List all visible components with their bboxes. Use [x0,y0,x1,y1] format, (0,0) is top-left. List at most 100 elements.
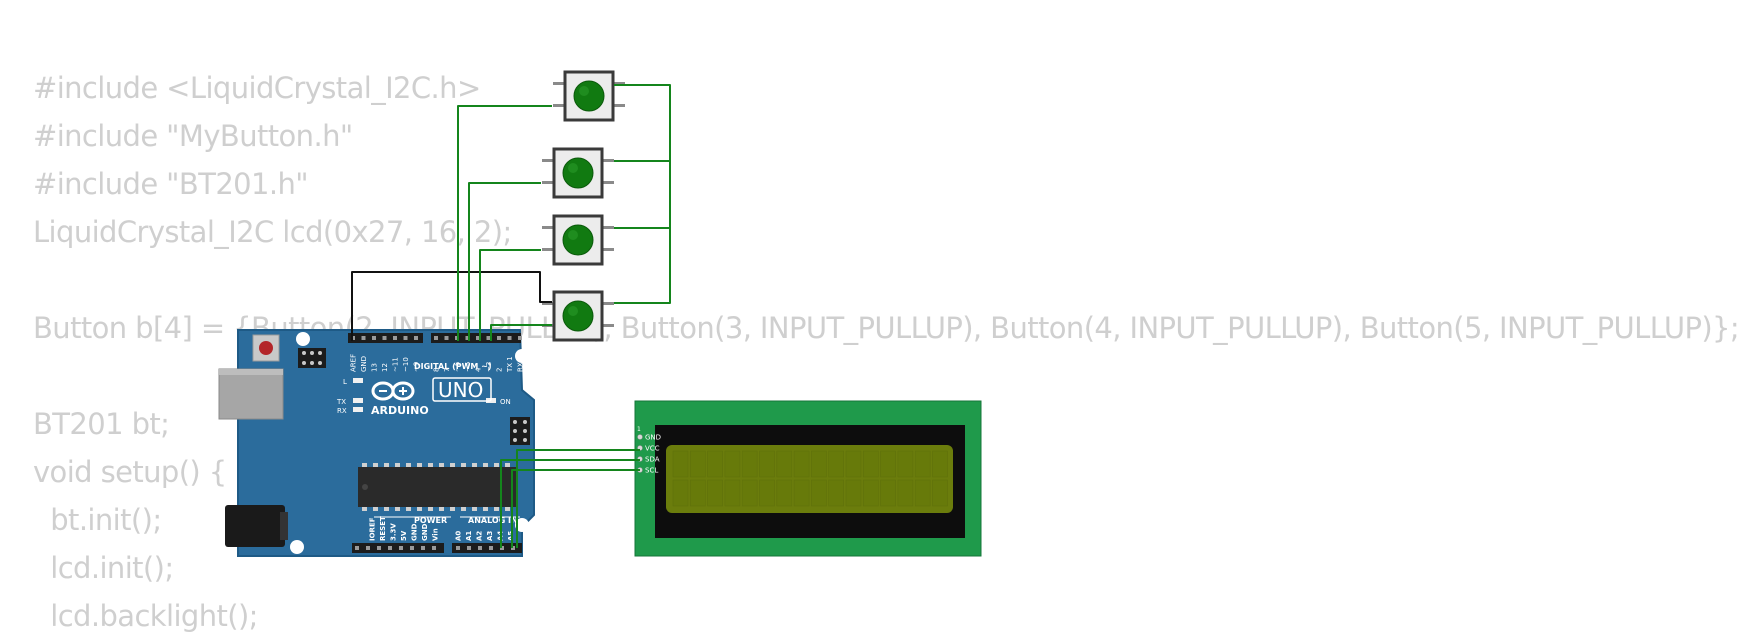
wires [351,84,671,548]
led-rx [353,407,363,412]
lcd-char-cell [897,450,914,478]
button-cap-highlight [568,163,578,173]
push-button-4[interactable] [542,290,614,342]
lcd-char-cell [793,450,810,478]
chip-pin [505,463,510,467]
power-pin-hole [432,546,436,550]
button-leg [613,82,625,85]
analog-pin-hole [456,546,460,550]
button-1-signal-wire [457,105,552,341]
power-pin-hole [388,546,392,550]
led-tx-label: TX [336,398,346,406]
top-pin-label: AREF [350,354,358,372]
code-line: bt.init(); [33,503,162,537]
lcd-char-cell [724,450,741,478]
mounting-hole [290,540,304,554]
chip-pin [362,463,367,467]
chip-pin [450,463,455,467]
button-leg [542,159,554,162]
power-pin-hole [366,546,370,550]
led-tx [353,398,363,403]
top-pin-label: ~10 [402,357,410,372]
button-leg [542,226,554,229]
chip-pin [406,507,411,511]
bottom-pin-label: GND [421,523,429,541]
top-pin-label: TX 1 [506,356,514,373]
atmega-chip [358,467,518,507]
top-pin-hole [497,336,501,340]
lcd-char-cell [759,450,775,478]
chip-pin [417,463,422,467]
brand-label: ARDUINO [371,404,429,417]
vcc-wire [516,449,640,548]
lcd-char-cell [741,479,758,507]
button-3-signal-wire [479,249,541,341]
lcd-char-cell [689,450,706,478]
button-leg [602,159,614,162]
top-pin-hole [372,336,376,340]
icsp-header-top [298,348,326,368]
led-l-label: L [343,378,347,386]
power-pin-hole [410,546,414,550]
button-cap-highlight [568,306,578,316]
chip-pin [494,463,499,467]
button-cap-highlight [579,86,589,96]
lcd-char-cell [776,450,793,478]
button-leg [602,302,614,305]
chip-pin [384,463,389,467]
chip-pin [505,507,510,511]
top-pin-label: ~3 [485,362,493,372]
button-leg [602,226,614,229]
code-line: lcd.init(); [33,551,174,585]
top-pin-hole [444,336,449,340]
top-pin-label: ~11 [392,357,400,372]
chip-pin [494,507,499,511]
top-pin-label: ~9 [413,362,421,372]
bottom-pin-holes [355,546,515,550]
top-pin-hole [393,336,397,340]
chip-pin [472,507,477,511]
lcd-pin[interactable] [637,434,643,440]
top-pin-hole [361,336,366,340]
button-leg [613,104,625,107]
chip-pin [483,507,488,511]
button-common-rail [614,84,671,304]
lcd-char-cell [914,450,931,478]
chip-pin [362,507,367,511]
push-button-1[interactable] [553,70,625,122]
lcd-char-cell [932,450,948,478]
power-pin-hole [355,546,359,550]
analog-pin-hole [489,546,493,550]
button-cap-highlight [568,230,578,240]
chip-pin [406,463,411,467]
push-button-2[interactable] [542,147,614,199]
power-pin-hole [377,546,381,550]
bottom-pin-label: 5V [400,530,408,541]
top-pin-label: 7 [443,368,451,372]
top-pin-hole [518,336,522,340]
chip-pin [439,463,444,467]
usb-connector [218,368,284,420]
button-4-signal-wire [490,324,552,341]
top-pin-hole [507,336,512,340]
code-line: BT201 bt; [33,407,170,441]
lcd-pin-label: GND [645,434,661,442]
lcd-pin-1-marker: 1 [637,426,641,433]
top-pin-label: ~6 [454,361,462,372]
chip-pin [395,463,400,467]
mounting-hole [515,518,529,532]
lcd-pin-label: SDA [645,456,660,464]
bottom-pin-label: A0 [455,531,463,541]
button-cap [562,300,594,332]
lcd-char-cell [828,479,845,507]
bottom-pin-label: A1 [465,531,473,541]
top-pin-hole [434,336,438,340]
push-button-3[interactable] [542,214,614,266]
button-leg [553,104,565,107]
mounting-hole [515,349,529,363]
lcd-char-cell [759,479,775,507]
lcd-char-cell [741,450,758,478]
